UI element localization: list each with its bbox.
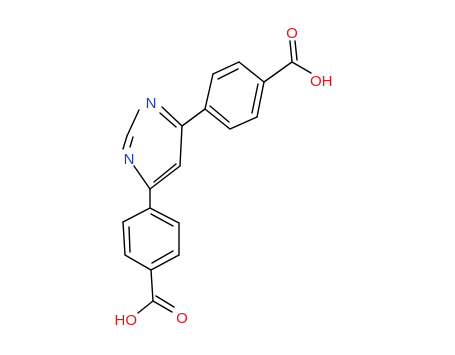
atom-label-o-bottom: O: [176, 310, 188, 327]
bond-c2-n3: [122, 135, 128, 150]
bond-bottom-ring-3: [124, 254, 152, 271]
bond-cooh-top-c-o: [289, 40, 293, 63]
bond-bottom-ring-6: [149, 207, 180, 224]
bond-bottom-ring-inner-2: [151, 250, 174, 264]
bond-top-ring-1: [204, 73, 214, 110]
bond-c4-c5: [149, 165, 181, 190]
bond-cooh-bottom-c-oh: [137, 300, 154, 314]
bond-c6-n1: [161, 106, 183, 127]
bond-n3-c4: [133, 165, 151, 190]
atom-labels: N N O OH O HO: [115, 25, 333, 329]
bond-bottom-ring-1: [122, 207, 151, 223]
bond-top-ring-6: [204, 108, 231, 130]
bond-top-ring-inner-2: [251, 83, 259, 114]
bond-bottom-ring-2: [122, 221, 126, 256]
bond-c6-n1-inner: [159, 112, 177, 128]
bond-bottom-ring-inner-1: [128, 226, 131, 253]
bond-top-ring-4: [256, 81, 265, 118]
atom-label-n-bottom: N: [124, 151, 135, 168]
bond-top-ring-to-cooh: [263, 61, 293, 83]
bond-top-ring-5: [229, 116, 258, 130]
atom-label-oh-top: OH: [310, 73, 333, 90]
bond-cooh-bottom-c-o: [152, 300, 173, 313]
bond-top-ring-2: [212, 61, 240, 75]
bond-n1-c2: [126, 109, 140, 137]
bond-c2-n3-inner: [129, 136, 134, 148]
bond-top-ring-inner-1: [217, 68, 239, 80]
atom-label-n-top: N: [146, 95, 157, 112]
bond-top-ring-3: [238, 61, 265, 83]
bonds: [122, 40, 312, 314]
bond-bottom-ring-inner-3: [150, 213, 174, 227]
atom-label-o-top: O: [286, 25, 298, 42]
atom-label-ho-bottom: HO: [115, 312, 138, 329]
bond-c6-phenyl-top: [181, 108, 206, 127]
bond-c4-c5-inner: [153, 163, 177, 183]
bond-bottom-ring-4: [150, 254, 180, 271]
bond-cooh-bottom-c-o-double: [155, 295, 175, 308]
bond-top-ring-inner-3: [209, 105, 230, 123]
bond-bottom-ring-to-cooh: [150, 269, 154, 302]
bond-cooh-top-c-oh: [291, 61, 312, 74]
bond-cooh-top-c-o-double: [294, 40, 298, 61]
bond-c5-c6: [179, 125, 183, 167]
